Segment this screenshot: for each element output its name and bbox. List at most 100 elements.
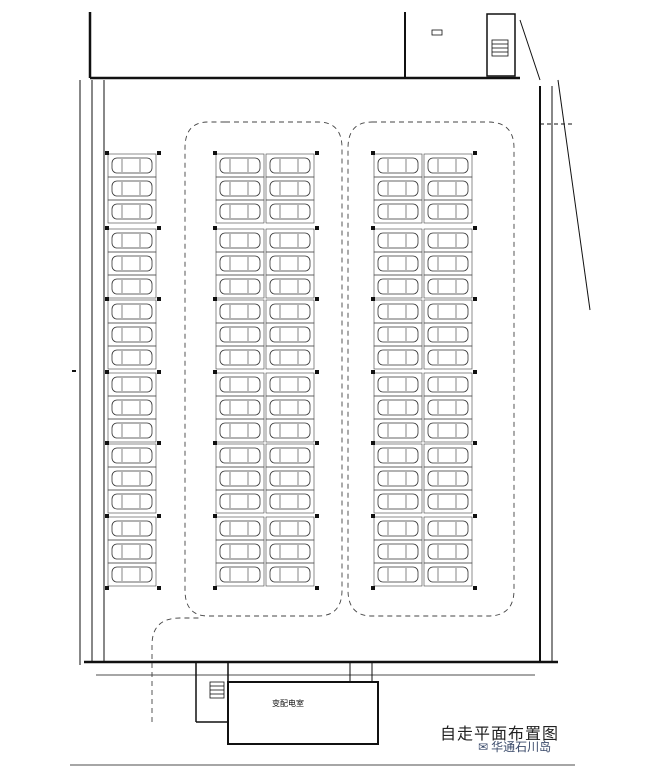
column-post	[157, 514, 161, 518]
car-stall	[373, 466, 423, 491]
car-stall	[423, 395, 473, 420]
column-post	[213, 151, 217, 155]
column-post	[213, 514, 217, 518]
car-stall	[373, 322, 423, 347]
column-post	[105, 370, 109, 374]
column-post	[213, 297, 217, 301]
column-post	[473, 370, 477, 374]
car-stall	[107, 322, 157, 347]
column-post	[157, 297, 161, 301]
car-stall	[373, 516, 423, 541]
car-stall	[265, 345, 315, 370]
column-post	[473, 514, 477, 518]
car-stall	[423, 489, 473, 514]
car-stall	[265, 228, 315, 253]
column-post	[473, 297, 477, 301]
car-stall	[373, 539, 423, 564]
car-stall	[423, 516, 473, 541]
car-stall	[265, 395, 315, 420]
car-stall	[423, 345, 473, 370]
column-post	[105, 514, 109, 518]
car-stall	[265, 466, 315, 491]
car-stall	[215, 153, 265, 178]
column-post	[315, 151, 319, 155]
car-stall	[215, 228, 265, 253]
plan-caption: 自走平面布置图	[440, 724, 560, 743]
car-stall	[423, 228, 473, 253]
stair-icon	[209, 29, 509, 699]
column-post	[157, 226, 161, 230]
car-stall	[215, 466, 265, 491]
column-post	[371, 297, 375, 301]
car-stall	[265, 516, 315, 541]
car-stall	[215, 251, 265, 276]
car-stall	[215, 562, 265, 587]
column-post	[105, 441, 109, 445]
car-stall	[107, 199, 157, 224]
car-stall	[423, 443, 473, 468]
car-stall	[265, 176, 315, 201]
column-post	[473, 226, 477, 230]
car-stall	[107, 395, 157, 420]
watermark-text: 华通石川岛	[491, 740, 552, 754]
column-post	[157, 586, 161, 590]
column-post	[213, 370, 217, 374]
car-stall	[423, 299, 473, 324]
column-post	[105, 297, 109, 301]
column-post	[213, 441, 217, 445]
car-stall	[107, 466, 157, 491]
car-stall	[423, 199, 473, 224]
car-stall	[265, 199, 315, 224]
car-stall	[373, 176, 423, 201]
car-stall	[215, 395, 265, 420]
car-stall	[265, 443, 315, 468]
car-stall	[215, 443, 265, 468]
car-stall	[215, 176, 265, 201]
car-stall	[265, 539, 315, 564]
car-stall	[423, 539, 473, 564]
room-label: 变配电室	[272, 698, 304, 708]
car-stall	[265, 274, 315, 299]
column-post	[371, 586, 375, 590]
car-stall	[373, 274, 423, 299]
column-post	[473, 441, 477, 445]
car-stall	[423, 562, 473, 587]
column-post	[315, 514, 319, 518]
car-stall	[107, 443, 157, 468]
car-stall	[107, 228, 157, 253]
car-stall	[215, 516, 265, 541]
car-stall	[373, 153, 423, 178]
column-post	[371, 370, 375, 374]
car-stall	[265, 322, 315, 347]
car-stall	[215, 274, 265, 299]
car-stall	[215, 322, 265, 347]
car-stall	[107, 251, 157, 276]
car-stall	[423, 274, 473, 299]
car-stall	[107, 516, 157, 541]
column-post	[371, 441, 375, 445]
car-stall	[373, 299, 423, 324]
column-post	[315, 586, 319, 590]
car-stall	[423, 372, 473, 397]
car-stall	[373, 443, 423, 468]
car-stall	[373, 199, 423, 224]
column-post	[371, 226, 375, 230]
car-stall	[265, 489, 315, 514]
car-stall	[423, 322, 473, 347]
car-stall	[107, 562, 157, 587]
column-post	[473, 586, 477, 590]
car-stall	[107, 153, 157, 178]
car-stall	[215, 418, 265, 443]
car-stall	[215, 539, 265, 564]
car-stall	[373, 562, 423, 587]
column-post	[157, 151, 161, 155]
column-post	[371, 151, 375, 155]
car-stall	[215, 345, 265, 370]
column-post	[315, 441, 319, 445]
column-post	[157, 370, 161, 374]
column-post	[473, 151, 477, 155]
car-stall	[265, 251, 315, 276]
car-stall	[373, 418, 423, 443]
car-stall	[373, 345, 423, 370]
car-stall	[107, 176, 157, 201]
